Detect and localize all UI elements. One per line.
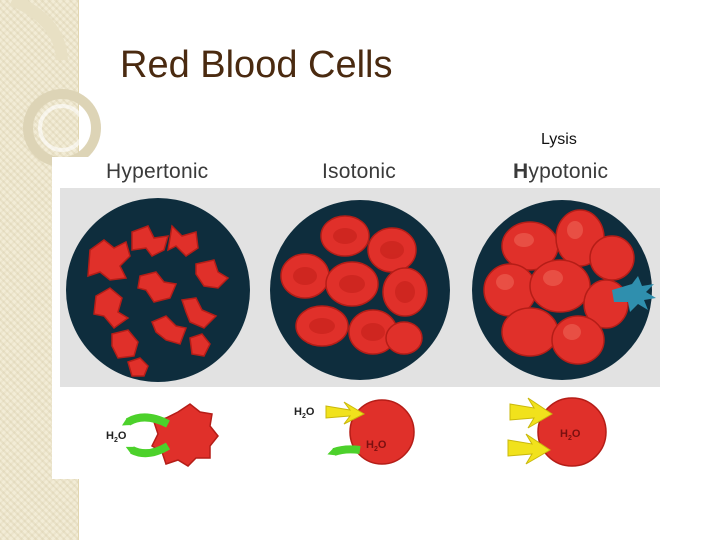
isotonic-disc [270, 200, 450, 380]
hypertonic-label: Hypertonic [106, 160, 209, 183]
h2o-label-isotonic-outside: H2O [294, 406, 315, 421]
hypotonic-cell-diagram [507, 397, 607, 467]
h2o-label-isotonic-inside: H2O [366, 439, 387, 454]
lysis-label: Lysis [541, 131, 577, 148]
hypertonic-disc [66, 198, 250, 382]
hypotonic-disc [472, 200, 656, 380]
isotonic-label: Isotonic [322, 160, 396, 183]
h2o-label-hypertonic: H2O [106, 430, 127, 445]
h2o-label-hypotonic-inside: H2O [560, 428, 581, 443]
isotonic-cell-diagram [325, 399, 415, 465]
slide-title: Red Blood Cells [120, 44, 393, 86]
hypertonic-cell-diagram [121, 403, 219, 467]
lysed-cell-burst [612, 276, 656, 312]
hypotonic-label: Hypotonic [513, 160, 609, 183]
